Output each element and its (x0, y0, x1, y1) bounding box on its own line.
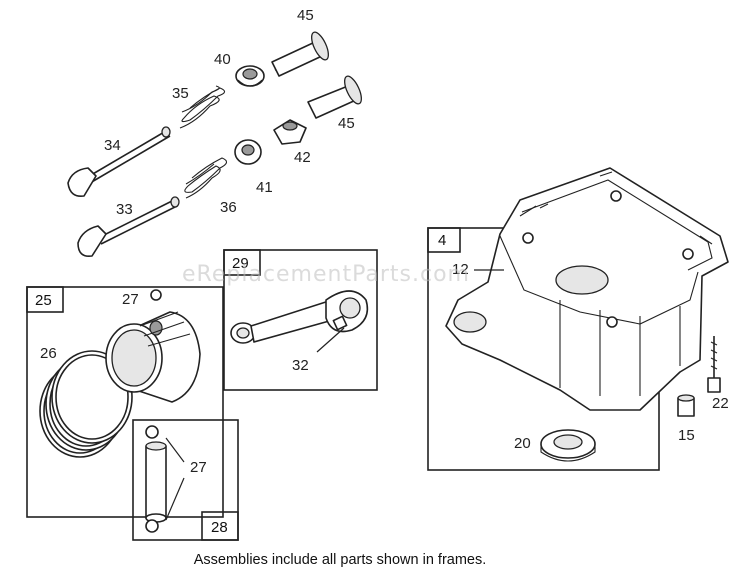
crankcase-sump[interactable] (445, 167, 729, 411)
retainer-lower[interactable] (234, 139, 262, 165)
callout-15: 15 (678, 427, 695, 444)
callout-42: 42 (294, 149, 311, 166)
callout-26: 26 (40, 345, 57, 362)
callout-32: 32 (292, 357, 309, 374)
frame-29-label: 29 (232, 255, 249, 272)
oil-seal[interactable] (540, 429, 596, 462)
callout-35: 35 (172, 85, 189, 102)
frame-29 (223, 249, 378, 391)
frame-25-label-box (26, 286, 64, 313)
leader-32 (316, 327, 345, 353)
frame-25-label: 25 (35, 292, 52, 309)
frame-4-label: 4 (438, 232, 446, 249)
wrist-pin[interactable] (145, 441, 167, 523)
callout-41: 41 (256, 179, 273, 196)
drain-plug[interactable] (677, 394, 695, 417)
circlips-lower[interactable] (145, 425, 159, 533)
dipstick-bolt[interactable] (707, 336, 721, 393)
tappet-upper[interactable] (271, 30, 332, 77)
callout-45-lower: 45 (338, 115, 355, 132)
frame-29-label-box (223, 249, 261, 276)
callout-12: 12 (452, 261, 469, 278)
assemblies-caption: Assemblies include all parts shown in fr… (193, 552, 487, 568)
callout-34: 34 (104, 137, 121, 154)
callout-22: 22 (712, 395, 729, 412)
callout-45-upper: 45 (297, 7, 314, 24)
callout-27-upper: 27 (122, 291, 139, 308)
callout-27-lower: 27 (190, 459, 207, 476)
callout-33: 33 (116, 201, 133, 218)
frame-25 (26, 286, 224, 518)
valve-lower[interactable] (77, 196, 180, 258)
frame-28 (132, 419, 239, 541)
circlip-upper[interactable] (150, 289, 162, 301)
leader-27-top (165, 437, 185, 463)
frame-28-label: 28 (211, 519, 228, 536)
rotator-cap[interactable] (273, 119, 307, 145)
piston[interactable] (105, 311, 201, 403)
watermark: eReplacementParts.com (182, 262, 470, 287)
spring-lower[interactable] (184, 157, 228, 199)
leader-27-bottom (165, 477, 185, 521)
callout-36: 36 (220, 199, 237, 216)
valve-upper[interactable] (67, 126, 171, 198)
connecting-rod[interactable] (230, 290, 369, 344)
callout-40: 40 (214, 51, 231, 68)
frame-28-label-box (201, 511, 239, 541)
spring-upper[interactable] (179, 85, 226, 129)
frame-4-label-box (427, 227, 461, 253)
callout-20: 20 (514, 435, 531, 452)
retainer-upper[interactable] (235, 65, 265, 87)
tappet-lower[interactable] (307, 74, 365, 119)
